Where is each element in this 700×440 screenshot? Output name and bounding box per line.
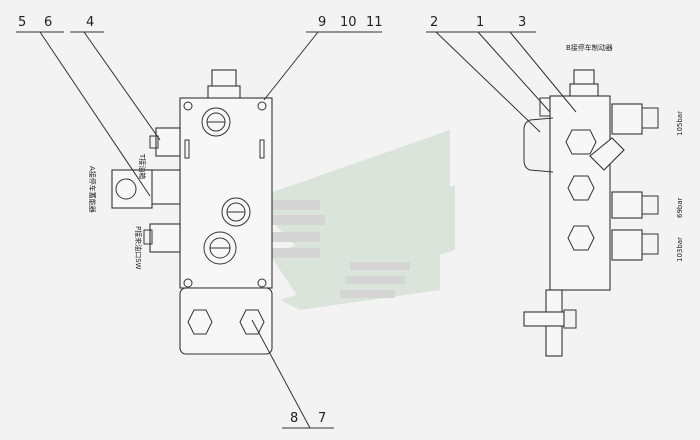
valve-body — [179, 97, 273, 289]
callout-3: 3 — [518, 15, 526, 30]
callout-11: 11 — [366, 15, 383, 30]
front-view — [111, 69, 273, 355]
pressure-103bar: 103bar — [676, 237, 684, 262]
p-port-label: P接来油口SW — [134, 226, 143, 270]
mounting-plate — [179, 287, 273, 355]
callout-8: 8 — [290, 411, 298, 426]
callout-4: 4 — [86, 15, 94, 30]
side-valve-body — [549, 95, 611, 291]
port-labels: T接油箱 A接停车蓄能器 P接来油口SW B接停车制动器 — [88, 43, 613, 270]
leader-lines — [16, 31, 577, 429]
pressure-105bar: 105bar — [676, 111, 684, 136]
callout-1: 1 — [476, 15, 484, 30]
callout-10: 10 — [340, 15, 357, 30]
callout-9: 9 — [318, 15, 326, 30]
pressure-labels: 105bar 69bar 103bar — [676, 111, 684, 262]
pressure-69bar: 69bar — [676, 197, 684, 218]
side-view — [523, 69, 659, 357]
callout-2: 2 — [430, 15, 438, 30]
callout-numbers: 5 6 4 9 10 11 2 1 3 8 7 — [18, 15, 526, 426]
callout-6: 6 — [44, 15, 52, 30]
b-port-label: B接停车制动器 — [566, 43, 613, 52]
t-port-label: T接油箱 — [138, 153, 147, 179]
callout-5: 5 — [18, 15, 26, 30]
watermark-logo — [250, 130, 455, 310]
a-port-label: A接停车蓄能器 — [88, 166, 97, 213]
callout-7: 7 — [318, 411, 326, 426]
